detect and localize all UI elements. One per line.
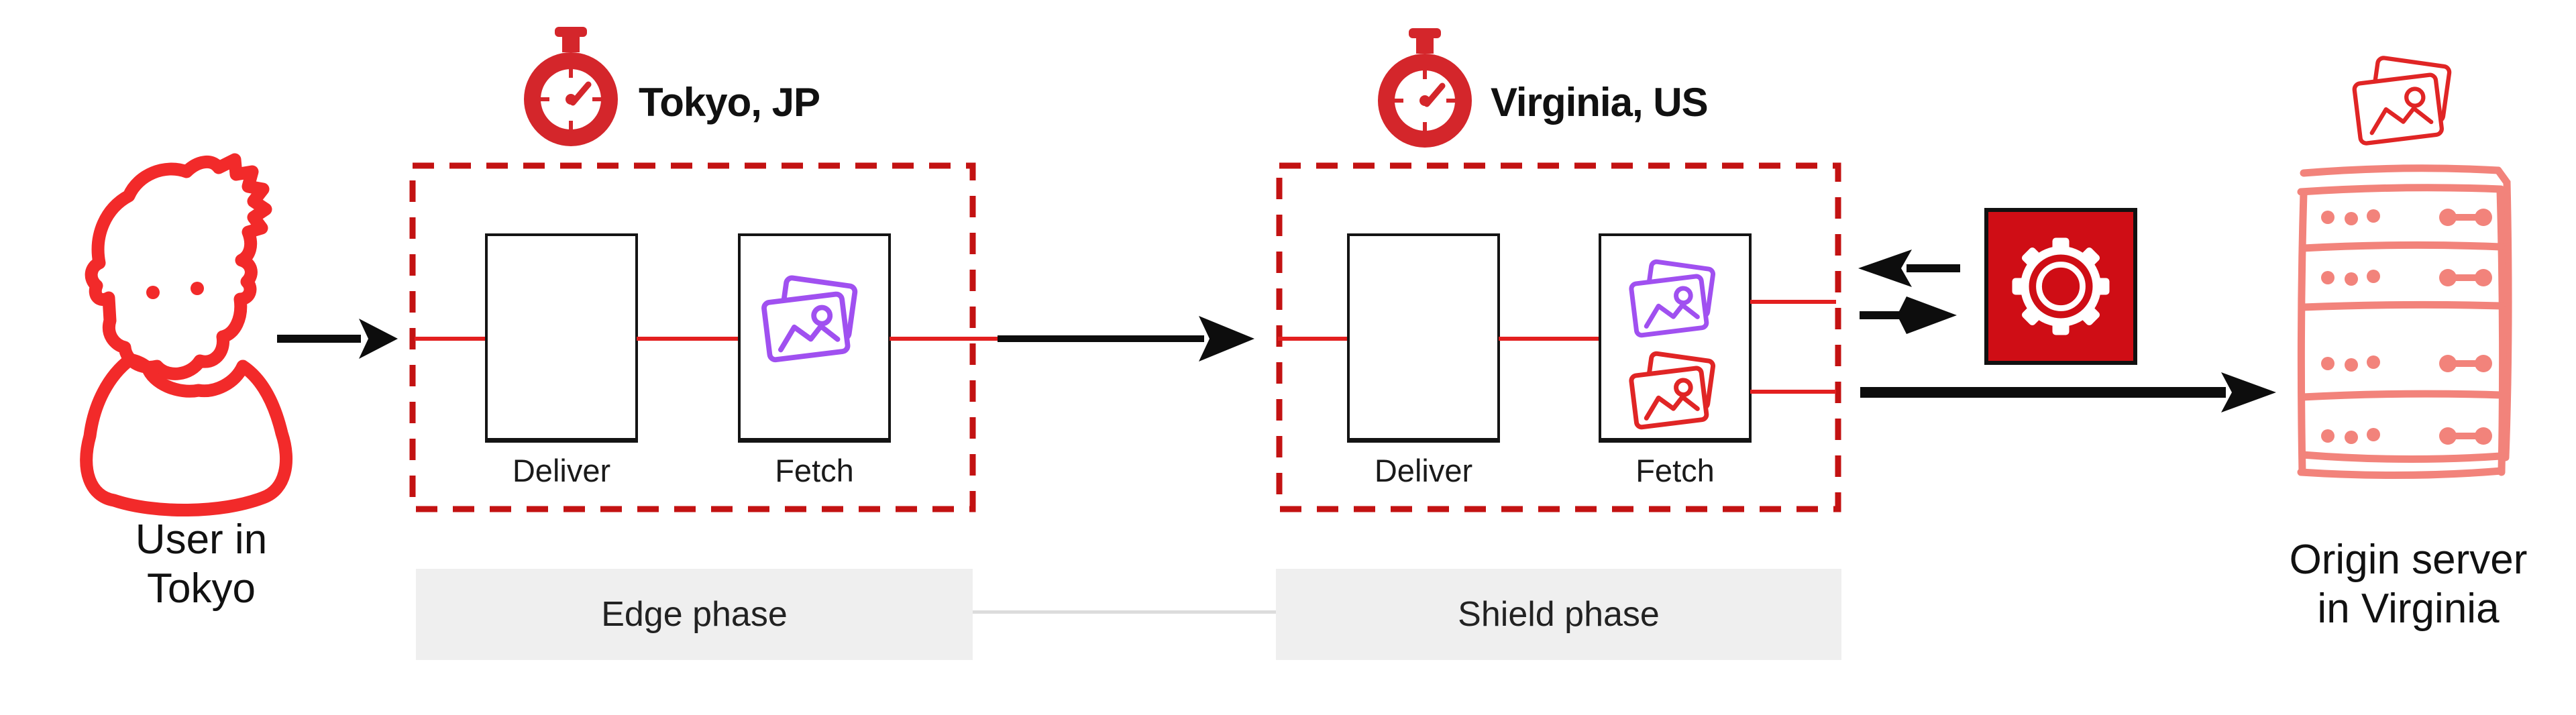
request-line xyxy=(637,337,738,341)
arrow-gear-to-shield-icon xyxy=(1858,250,1960,287)
phase-connector-line xyxy=(973,610,1276,614)
stopwatch-icon xyxy=(524,27,618,146)
photo-stack-icon xyxy=(2352,56,2452,146)
stopwatch-icon xyxy=(1378,28,1472,148)
user-eye-left xyxy=(146,286,160,299)
user-head xyxy=(85,153,272,380)
request-line xyxy=(890,337,998,341)
photo-stack-icon xyxy=(1629,259,1716,338)
edge-phase-band: Edge phase xyxy=(416,569,973,660)
user-torso xyxy=(80,353,293,516)
request-line xyxy=(1499,337,1599,341)
arrow-user-to-edge-icon xyxy=(277,319,398,359)
photo-stack-icon xyxy=(761,275,858,363)
arrow-shield-to-origin-icon xyxy=(1860,372,2276,412)
user-caption: User in Tokyo xyxy=(40,515,362,613)
edge-fetch-label: Fetch xyxy=(775,453,854,488)
shield-phase-band: Shield phase xyxy=(1276,569,1841,660)
server-leds-and-handles xyxy=(2321,209,2492,445)
user-icon xyxy=(80,153,293,516)
request-line xyxy=(1750,390,1836,394)
arrow-shield-to-gear-icon xyxy=(1860,296,1957,334)
request-line xyxy=(415,337,485,341)
request-line xyxy=(1750,300,1836,304)
shield-deliver-label: Deliver xyxy=(1374,453,1473,488)
origin-caption: Origin server in Virginia xyxy=(2267,535,2549,633)
user-caption-line2: Tokyo xyxy=(147,565,256,612)
origin-caption-line2: in Virginia xyxy=(2317,586,2500,632)
image-processor-box xyxy=(1984,208,2137,365)
photo-stack-icon xyxy=(1629,351,1716,430)
origin-server-icon xyxy=(2297,164,2512,480)
edge-pop-dashed-border xyxy=(409,162,976,512)
gear-icon xyxy=(2012,237,2110,335)
edge-pop-title: Tokyo, JP xyxy=(639,80,820,125)
shield-phase-label: Shield phase xyxy=(1458,595,1660,634)
shield-pop-title: Virginia, US xyxy=(1491,80,1709,125)
user-eye-right xyxy=(191,282,204,295)
arrow-edge-to-shield-icon xyxy=(998,316,1254,362)
edge-deliver-label: Deliver xyxy=(512,453,611,488)
edge-deliver-box xyxy=(485,233,638,443)
origin-caption-line1: Origin server xyxy=(2289,537,2528,583)
shield-deliver-box xyxy=(1347,233,1500,443)
shield-fetch-label: Fetch xyxy=(1635,453,1715,488)
edge-phase-label: Edge phase xyxy=(601,595,788,634)
request-line xyxy=(1278,337,1347,341)
user-caption-line1: User in xyxy=(135,516,268,563)
